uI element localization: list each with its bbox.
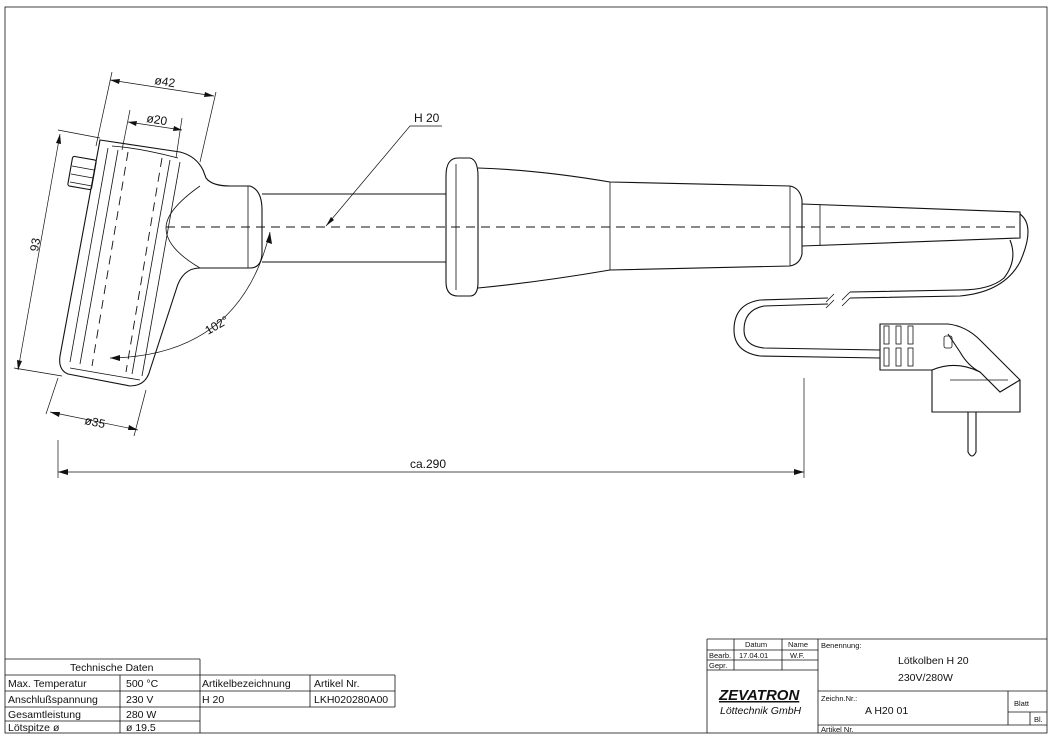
iron-head	[59, 139, 263, 387]
tech-row-label: Gesamtleistung	[8, 709, 81, 721]
tech-row-value: 230 V	[126, 694, 153, 706]
dimension-dia35-label: ø35	[83, 413, 106, 431]
dimension-angle-label: 102°	[203, 313, 232, 338]
bearb-label: Bearb.	[709, 651, 731, 660]
company-subtitle: Löttechnik GmbH	[720, 705, 802, 717]
tech-data-table: Technische Daten Max. Temperatur 500 °C …	[5, 658, 396, 734]
dimension-dia42: ø42	[95, 71, 217, 163]
artikel-nr-label: Artikel Nr.	[821, 725, 854, 734]
power-cable	[733, 213, 1029, 359]
drawing-subtitle: 230V/280W	[898, 672, 953, 684]
euro-plug	[879, 323, 1021, 457]
article-col1-header: Artikelbezeichnung	[202, 678, 291, 690]
dimension-dia35: ø35	[45, 377, 147, 437]
bl-label: Bl.	[1034, 715, 1043, 724]
drawing-frame	[4, 6, 1048, 734]
title-block: Datum Name Bearb. 17.04.01 W.F. Gepr. Be…	[706, 638, 1047, 734]
iron-shaft	[262, 193, 446, 263]
zeichn-label: Zeichn.Nr.:	[821, 694, 857, 703]
dimension-length-290: ca.290	[57, 378, 805, 478]
name-header: Name	[788, 640, 808, 649]
datum-header: Datum	[745, 640, 767, 649]
dimension-height-label: 93	[27, 237, 43, 253]
tech-row-label: Max. Temperatur	[8, 678, 87, 690]
benennung-label: Benennung:	[821, 641, 861, 650]
bearb-name: W.F.	[790, 651, 805, 660]
tech-row-value: ø 19.5	[126, 722, 156, 734]
drawing-title: Lötkolben H 20	[898, 655, 969, 667]
dimension-height-93: 93	[13, 129, 101, 377]
tech-row-label: Lötspitze ø	[8, 722, 60, 734]
dimension-dia20: ø20	[121, 109, 183, 159]
zeichn-value: A H20 01	[865, 705, 908, 717]
part-leader-h20: H 20	[325, 111, 442, 227]
article-col1-value: H 20	[202, 694, 224, 706]
company-logo: ZEVATRON	[718, 687, 800, 704]
tech-table-title: Technische Daten	[70, 662, 154, 674]
bearb-date: 17.04.01	[739, 651, 768, 660]
gepr-label: Gepr.	[709, 661, 727, 670]
part-label: H 20	[414, 111, 440, 125]
dimension-dia42-label: ø42	[154, 73, 177, 90]
dimension-length-label: ca.290	[410, 457, 446, 471]
tech-row-label: Anschlußspannung	[8, 694, 98, 706]
dimension-dia20-label: ø20	[146, 111, 169, 128]
tech-row-value: 280 W	[126, 709, 156, 721]
tech-row-value: 500 °C	[126, 678, 159, 690]
article-col2-value: LKH020280A00	[314, 694, 388, 706]
blatt-label: Blatt	[1014, 699, 1030, 708]
article-col2-header: Artikel Nr.	[314, 678, 360, 690]
